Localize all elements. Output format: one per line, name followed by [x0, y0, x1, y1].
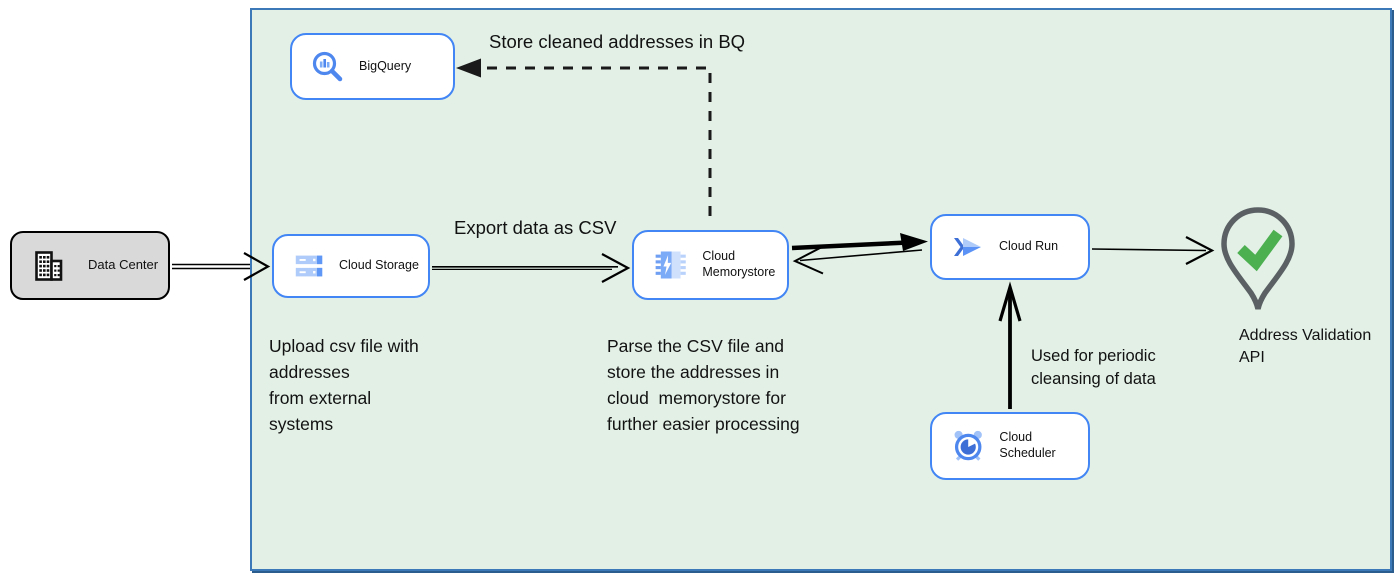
check-icon — [1237, 229, 1283, 272]
node-label: Cloud Run — [999, 239, 1059, 254]
pin-outline — [1221, 207, 1295, 310]
node-cloud-scheduler[interactable]: Cloud Scheduler — [930, 412, 1090, 480]
node-data-center[interactable]: Data Center — [10, 231, 170, 300]
node-cloud-memorystore[interactable]: Cloud Memorystore — [632, 230, 789, 300]
node-label: Cloud Memorystore — [702, 249, 776, 279]
cloud-scheduler-icon — [954, 430, 982, 461]
note-parse-csv: Parse the CSV file and store the address… — [607, 336, 800, 434]
node-cloud-storage[interactable]: Cloud Storage — [272, 234, 430, 298]
note-scheduler: Used for periodic cleansing of data — [1031, 347, 1156, 388]
node-bigquery[interactable]: BigQuery — [290, 33, 455, 100]
bigquery-icon — [312, 51, 343, 81]
address-validation-label: Address Validation API — [1239, 327, 1372, 366]
note-export-csv: Export data as CSV — [454, 217, 617, 238]
note-store-bq: Store cleaned addresses in BQ — [489, 31, 746, 52]
gcp-zone — [250, 8, 1392, 571]
cloud-memorystore-icon — [655, 251, 686, 279]
node-label: Cloud Scheduler — [999, 430, 1056, 460]
node-cloud-run[interactable]: Cloud Run — [930, 214, 1090, 280]
node-label: BigQuery — [359, 58, 412, 73]
note-upload-csv: Upload csv file with addresses from exte… — [269, 336, 419, 434]
node-label: Data Center — [88, 257, 159, 273]
data-center-icon — [35, 250, 63, 281]
node-label: Cloud Storage — [339, 258, 419, 273]
address-validation-pin-icon[interactable] — [1215, 205, 1301, 327]
cloud-storage-icon — [295, 255, 323, 277]
cloud-run-icon — [954, 238, 981, 256]
